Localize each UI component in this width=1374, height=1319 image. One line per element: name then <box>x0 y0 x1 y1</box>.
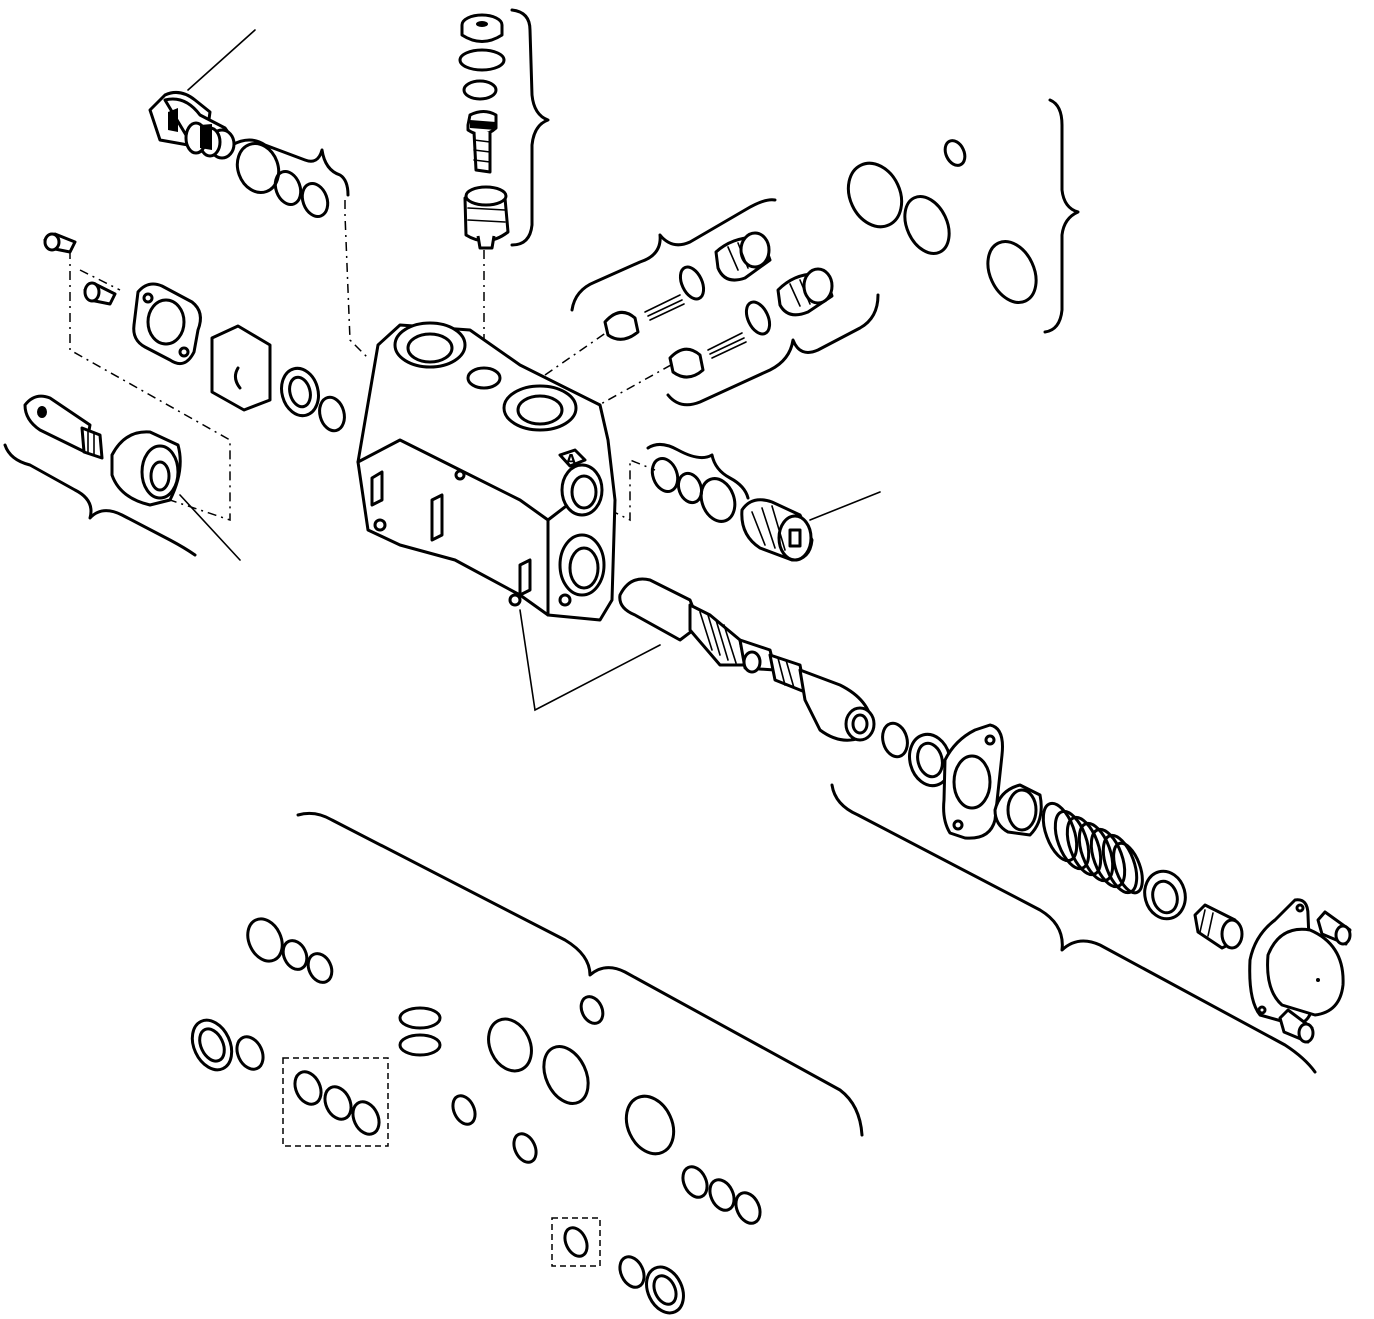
brace-spool-end <box>3 443 197 557</box>
wiper-seal-left <box>280 366 346 433</box>
poppet-stack[interactable] <box>458 13 510 250</box>
valve-body-section[interactable]: A <box>356 321 617 622</box>
seal-kit-orings <box>190 917 762 1315</box>
brace-seal-kit <box>296 811 864 1137</box>
port-plug[interactable] <box>740 498 814 562</box>
relief-valve-cartridge[interactable] <box>148 90 236 160</box>
spring-retainer[interactable] <box>1139 867 1190 924</box>
optional-orings-box <box>282 1057 389 1147</box>
brace-check-valve-upper <box>570 198 777 312</box>
grouping-braces <box>3 8 1317 1137</box>
cap-screws-left <box>43 232 117 306</box>
spool-cap-left[interactable] <box>110 430 182 507</box>
spool-end-eye[interactable] <box>23 394 104 460</box>
brace-spring-kit <box>830 783 1317 1074</box>
relief-valve-orings <box>235 142 330 218</box>
spring-flange-plate[interactable] <box>942 723 1004 840</box>
brace-relief-seals <box>230 138 350 197</box>
check-valve-lower[interactable] <box>668 267 834 379</box>
return-spring[interactable] <box>1037 799 1149 897</box>
large-orings-group <box>846 139 1038 304</box>
spool[interactable] <box>618 577 876 742</box>
end-cap[interactable] <box>1248 898 1345 1026</box>
check-valve-upper[interactable] <box>603 231 772 341</box>
brace-large-orings <box>1043 98 1080 334</box>
spring-seat[interactable] <box>993 783 1043 837</box>
brace-port-plug <box>646 443 750 500</box>
brace-poppet-group <box>510 8 550 247</box>
brace-check-valve-lower <box>666 293 880 407</box>
flange-plate[interactable] <box>132 282 202 366</box>
port-plug-orings <box>650 457 737 523</box>
gasket-plate[interactable] <box>210 324 272 412</box>
optional-oring-box-small <box>551 1217 601 1267</box>
cap-screws-right <box>1278 910 1352 1044</box>
stop-bolt[interactable] <box>1193 903 1244 950</box>
port-a-label: A <box>566 453 576 468</box>
